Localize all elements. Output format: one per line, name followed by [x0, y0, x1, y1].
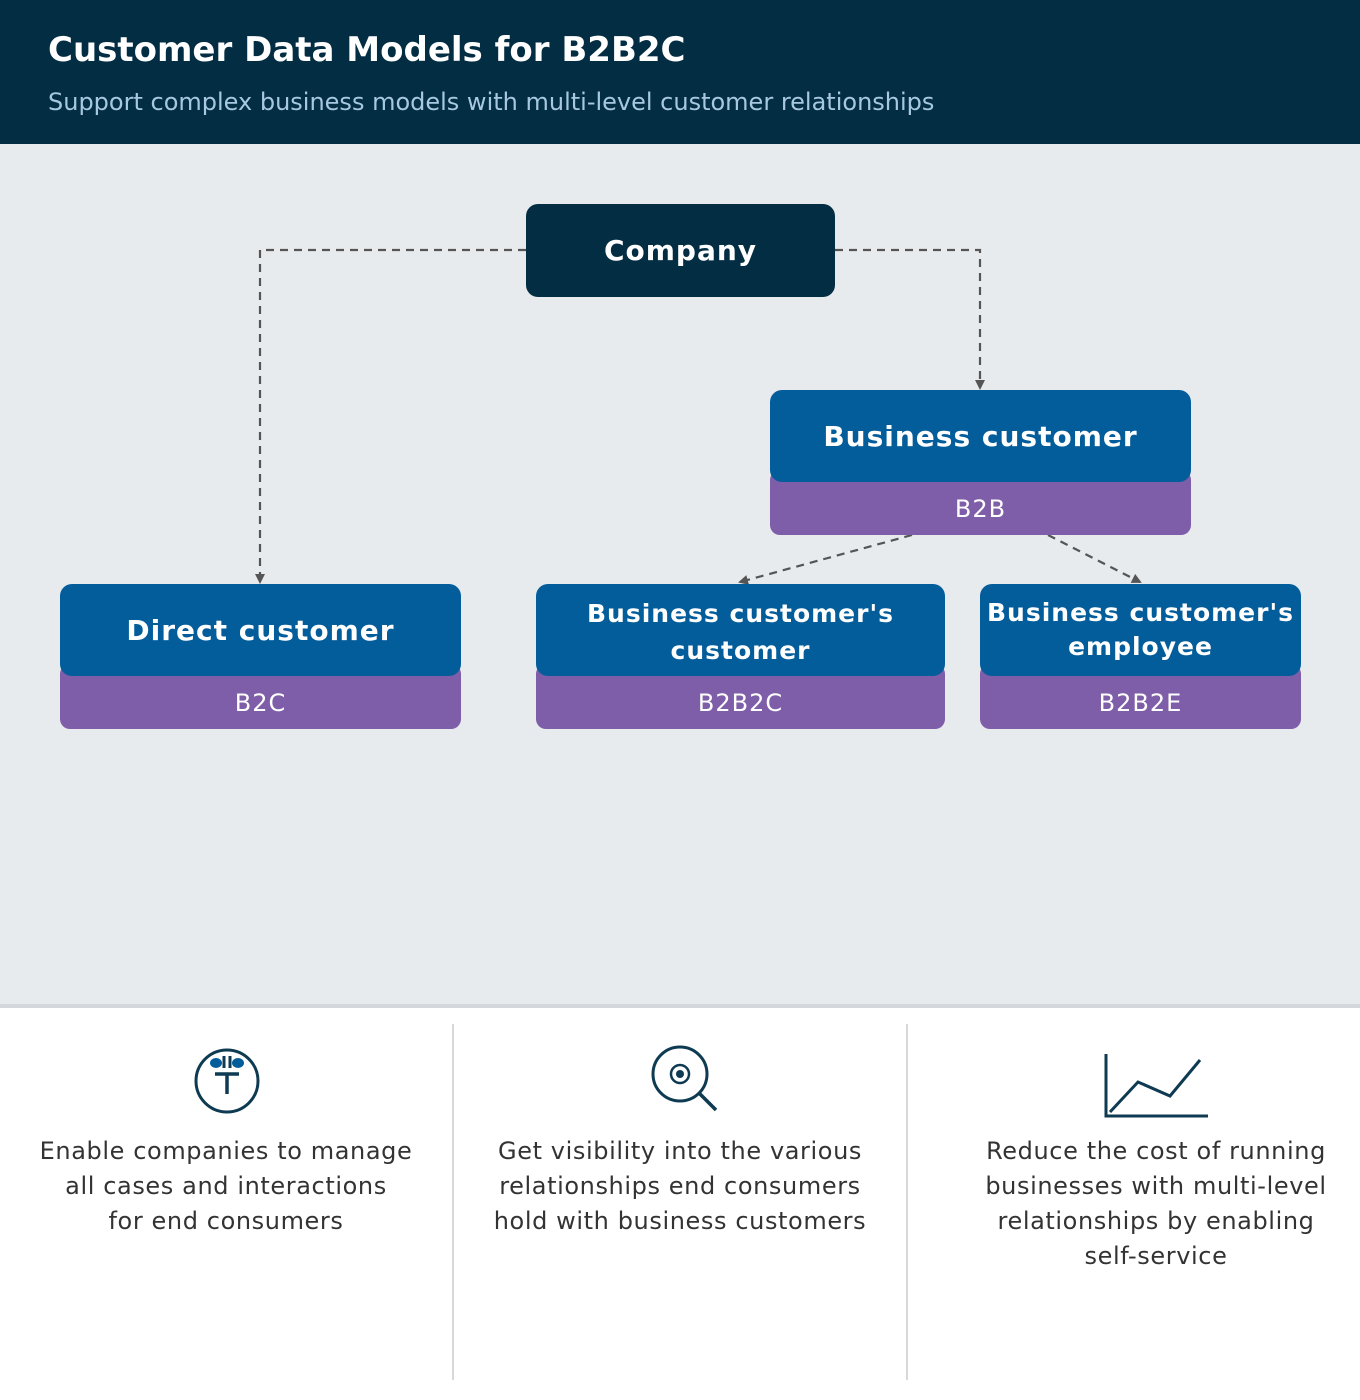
business-customers-employee-line1: Business customer's — [986, 598, 1294, 627]
connector-b2b-to-employee — [1047, 534, 1142, 583]
direct-customer-label: Direct customer — [126, 613, 395, 647]
benefit-3-line-2: businesses with multi-level — [985, 1172, 1327, 1200]
benefit-text-3: Reduce the cost of running businesses wi… — [946, 1134, 1360, 1274]
section-divider — [0, 1004, 1360, 1008]
business-customers-customer-node: Business customer's customer — [536, 584, 945, 676]
business-customers-employee-line2: employee — [1068, 632, 1213, 661]
benefits-section: Enable companies to manage all cases and… — [0, 1008, 1360, 1400]
connector-lines — [255, 248, 1142, 585]
benefit-3-line-4: self-service — [1084, 1242, 1228, 1270]
direct-customer-node: Direct customer — [60, 584, 461, 676]
benefit-1-line-3: for end consumers — [108, 1207, 344, 1235]
magnifier-target-icon — [651, 1045, 718, 1112]
benefit-1-line-2: all cases and interactions — [65, 1172, 387, 1200]
page-subtitle: Support complex business models with mul… — [48, 88, 935, 116]
business-customer-node: Business customer — [770, 390, 1191, 482]
header: Customer Data Models for B2B2C Support c… — [0, 0, 1360, 144]
benefit-2-line-1: Get visibility into the various — [498, 1137, 862, 1165]
relationship-diagram: Company Business customer B2B Direct cus… — [0, 144, 1360, 1004]
benefit-3-line-1: Reduce the cost of running — [986, 1137, 1326, 1165]
column-divider — [452, 1024, 454, 1380]
benefit-3-line-3: relationships by enabling — [997, 1207, 1315, 1235]
benefit-1-line-1: Enable companies to manage — [39, 1137, 413, 1165]
benefit-2-line-3: hold with business customers — [493, 1207, 867, 1235]
company-node: Company — [526, 204, 835, 297]
page-title: Customer Data Models for B2B2C — [48, 30, 686, 70]
line-chart-icon — [1104, 1054, 1208, 1118]
connector-company-to-direct — [255, 248, 526, 584]
company-label: Company — [603, 234, 758, 267]
business-customers-customer-line1: Business customer's — [586, 599, 894, 628]
gavel-handshake-icon — [194, 1048, 260, 1114]
connector-company-to-business — [835, 248, 985, 390]
business-customers-customer-line2: customer — [670, 636, 811, 665]
business-customer-label: Business customer — [823, 419, 1138, 453]
business-customers-employee-node: Business customer's employee — [980, 584, 1301, 676]
column-divider — [906, 1024, 908, 1380]
benefit-2-line-2: relationships end consumers — [499, 1172, 861, 1200]
benefit-text-1: Enable companies to manage all cases and… — [16, 1134, 436, 1239]
connector-b2b-to-customer — [738, 533, 913, 585]
benefit-text-2: Get visibility into the various relation… — [470, 1134, 890, 1239]
